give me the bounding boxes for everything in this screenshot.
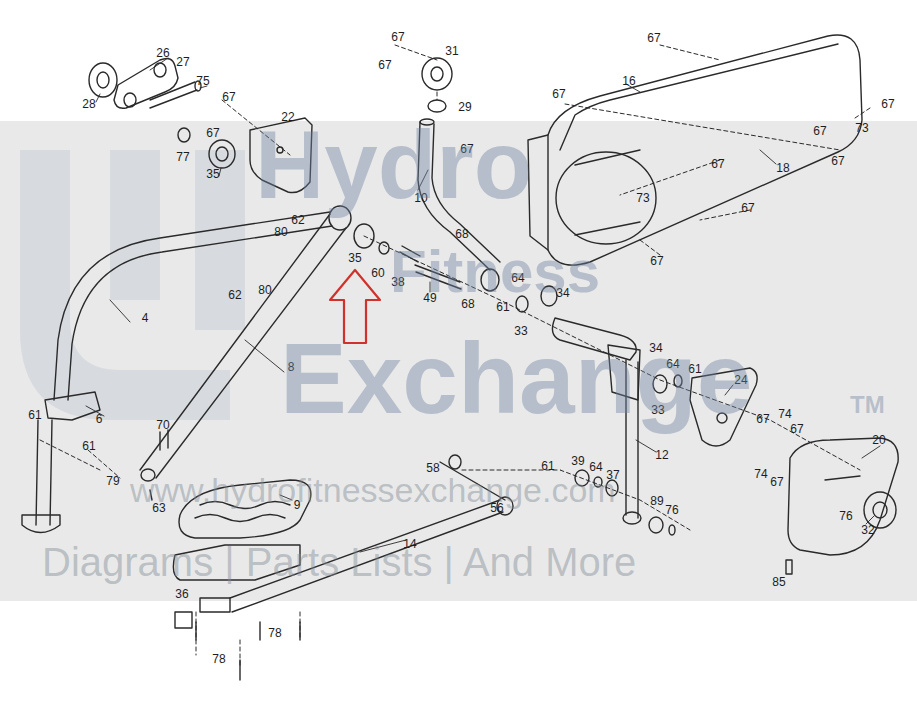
callout-number: 74: [778, 408, 791, 420]
callout-number: 75: [196, 75, 209, 87]
callout-number: 85: [772, 576, 785, 588]
callout-number: 74: [754, 468, 767, 480]
callout-number: 89: [650, 495, 663, 507]
callout-number: 39: [571, 455, 584, 467]
callout-number: 67: [206, 127, 219, 139]
callout-number: 62: [228, 289, 241, 301]
callout-number: 67: [391, 31, 404, 43]
callout-number: 31: [445, 45, 458, 57]
side-cover: [528, 35, 862, 265]
callout-number: 70: [156, 419, 169, 431]
callout-number: 67: [813, 125, 826, 137]
callout-number: 29: [458, 101, 471, 113]
callout-number: 80: [274, 226, 287, 238]
callout-number: 67: [790, 423, 803, 435]
callout-number: 35: [206, 168, 219, 180]
assembly-lines: [40, 45, 870, 665]
callout-number: 78: [212, 653, 225, 665]
callout-number: 76: [665, 504, 678, 516]
callout-number: 61: [541, 460, 554, 472]
shield-20: [788, 438, 898, 555]
callout-number: 67: [222, 91, 235, 103]
watermark-text: TM: [850, 393, 885, 417]
callout-number: 67: [831, 155, 844, 167]
watermark-text: www.hydrofitnessexchange.com: [130, 473, 616, 507]
watermark-text: Diagrams | Parts Lists | And More: [42, 542, 636, 582]
callout-number: 79: [106, 475, 119, 487]
callout-number: 35: [348, 252, 361, 264]
callout-number: 6: [96, 413, 103, 425]
callout-number: 61: [28, 409, 41, 421]
callout-number: 67: [552, 88, 565, 100]
callout-number: 67: [881, 98, 894, 110]
watermark-text: Hydro: [255, 117, 532, 213]
callout-number: 62: [291, 214, 304, 226]
callout-number: 73: [636, 192, 649, 204]
callout-number: 26: [156, 47, 169, 59]
callout-number: 68: [455, 228, 468, 240]
callout-number: 61: [496, 301, 509, 313]
callout-number: 67: [378, 59, 391, 71]
callout-number: 76: [839, 510, 852, 522]
callout-number: 67: [711, 158, 724, 170]
callout-number: 36: [175, 588, 188, 600]
callout-number: 67: [647, 32, 660, 44]
callout-number: 18: [776, 162, 789, 174]
callout-number: 12: [655, 449, 668, 461]
callout-number: 16: [622, 75, 635, 87]
callout-number: 73: [855, 122, 868, 134]
callout-number: 27: [176, 56, 189, 68]
watermark-text: Exchange: [280, 328, 752, 428]
callout-number: 67: [770, 476, 783, 488]
callout-number: 77: [176, 151, 189, 163]
callout-number: 20: [872, 434, 885, 446]
leader-lines: [86, 58, 880, 552]
callout-number: 61: [82, 440, 95, 452]
callout-number: 60: [371, 267, 384, 279]
crank-parts: [89, 58, 235, 168]
callout-number: 4: [142, 312, 149, 324]
callout-number: 67: [741, 202, 754, 214]
callout-number: 80: [258, 284, 271, 296]
front-post: [22, 392, 100, 533]
callout-number: 32: [861, 524, 874, 536]
watermark-text: Fitness: [390, 242, 600, 302]
callout-number: 78: [268, 627, 281, 639]
callout-number: 67: [756, 413, 769, 425]
callout-number: 64: [589, 461, 602, 473]
callout-number: 28: [82, 98, 95, 110]
callout-number: 67: [650, 255, 663, 267]
